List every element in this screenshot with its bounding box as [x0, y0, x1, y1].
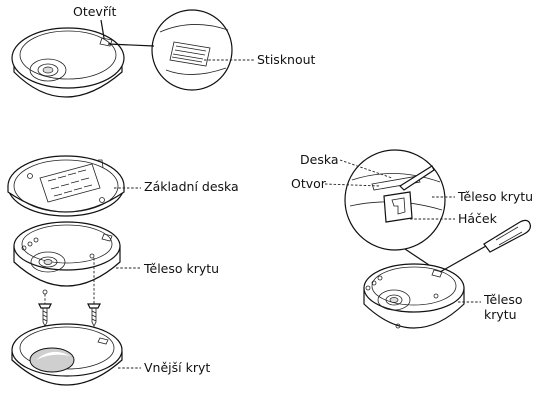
cover-body-left-drawing — [13, 221, 121, 295]
screw-left — [38, 294, 52, 327]
cover-body-right-drawing — [363, 263, 465, 329]
hole-label: Otvor — [291, 176, 327, 191]
screwdriver — [439, 219, 531, 273]
cover-body-bottom-label-line1: Těleso — [483, 292, 523, 307]
press-label: Stisknout — [257, 52, 316, 67]
outer-cover-label: Vnější kryt — [144, 360, 210, 375]
base-plate-label: Základní deska — [144, 179, 239, 194]
cover-body-bottom-label-line2: krytu — [484, 307, 517, 322]
outer-cover-drawing — [11, 323, 123, 386]
hook-label: Háček — [458, 211, 498, 226]
base-plate-drawing — [7, 155, 125, 217]
cover-body-right-label: Těleso krytu — [457, 189, 533, 204]
hook-detail-magnifier — [344, 149, 446, 251]
assembled-detector — [11, 27, 125, 98]
plate-leader — [339, 159, 393, 179]
plate-label: Deska — [300, 152, 339, 167]
cover-body-left-label: Těleso krytu — [143, 261, 219, 276]
open-label: Otevřít — [73, 4, 116, 19]
press-detail-magnifier — [107, 9, 233, 91]
open-leader — [100, 19, 105, 39]
screw-right — [87, 258, 101, 327]
hole-leader — [324, 183, 381, 187]
